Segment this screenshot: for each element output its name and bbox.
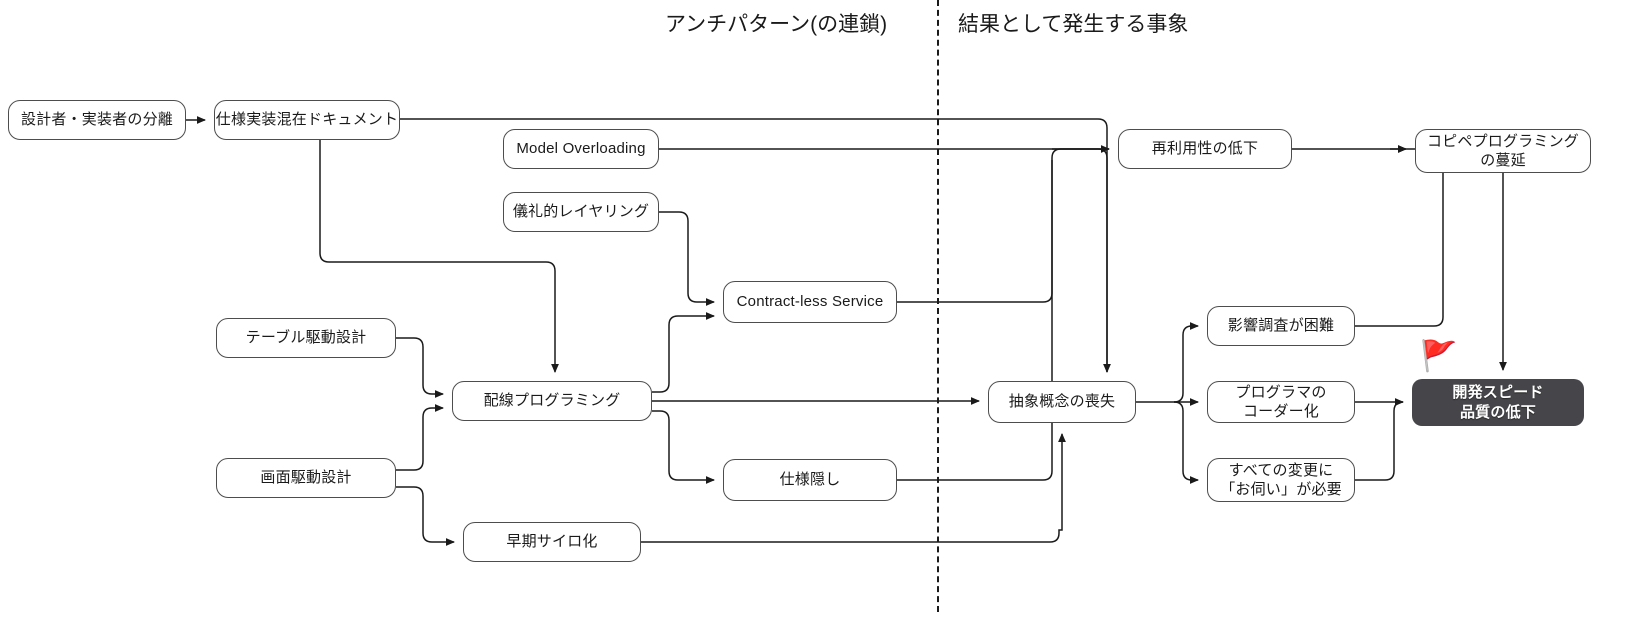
- node-label-early-silo: 早期サイロ化: [506, 532, 598, 550]
- node-label-wiring-prog: 配線プログラミング: [483, 391, 621, 409]
- edge-screendriven-earlysilo: [396, 486, 455, 546]
- node-label-contractless: Contract-less Service: [736, 292, 884, 310]
- node-wiring-prog[interactable]: 配線プログラミング: [452, 381, 652, 421]
- edge-ritual-contractless: [659, 211, 715, 306]
- section-heading-antipattern: アンチパターン(の連鎖): [665, 13, 888, 36]
- node-label-screen-driven: 画面駆動設計: [260, 468, 352, 486]
- edge-contractless-reusedown: [897, 148, 1109, 303]
- node-label-reuse-down: 再利用性の低下: [1151, 139, 1259, 157]
- node-label-loss-abstract: 抽象概念の喪失: [1008, 392, 1116, 410]
- node-spec-hiding[interactable]: 仕様隠し: [723, 459, 897, 501]
- edge-wiringprog-spechiding: [652, 410, 715, 484]
- edge-lossabstract-impacthard: [1173, 322, 1199, 403]
- node-mixed-doc[interactable]: 仕様実装混在ドキュメント: [214, 100, 400, 140]
- node-coder-ization[interactable]: プログラマの コーダー化: [1207, 381, 1355, 423]
- edge-modeloverloading-lossabstract: [659, 148, 1108, 372]
- edge-tabledriven-wiringprog: [396, 337, 444, 398]
- node-reuse-down[interactable]: 再利用性の低下: [1118, 129, 1292, 169]
- edge-spechiding-reusedown: [897, 160, 1053, 481]
- node-early-silo[interactable]: 早期サイロ化: [463, 522, 641, 562]
- node-ritual-layering[interactable]: 儀礼的レイヤリング: [503, 192, 659, 232]
- edge-wiringprog-contractless: [652, 312, 715, 393]
- node-copypaste[interactable]: コピペプログラミング の蔓延: [1415, 129, 1591, 173]
- node-table-driven[interactable]: テーブル駆動設計: [216, 318, 396, 358]
- node-label-model-overload: Model Overloading: [516, 139, 646, 157]
- node-label-separation: 設計者・実装者の分離: [20, 110, 173, 128]
- node-label-mixed-doc: 仕様実装混在ドキュメント: [215, 110, 399, 128]
- section-heading-result: 結果として発生する事象: [958, 13, 1189, 36]
- node-separation[interactable]: 設計者・実装者の分離: [8, 100, 186, 140]
- edge-approval-speedquality: [1355, 401, 1404, 481]
- node-label-approval: すべての変更に 「お伺い」が必要: [1220, 461, 1342, 499]
- triangular-flag-icon: 🚩: [1420, 340, 1458, 373]
- node-screen-driven[interactable]: 画面駆動設計: [216, 458, 396, 498]
- node-model-overload[interactable]: Model Overloading: [503, 129, 659, 169]
- edge-impacthard-copypaste-route: [1355, 148, 1453, 327]
- node-impact-hard[interactable]: 影響調査が困難: [1207, 306, 1355, 346]
- edge-lossabstract-approval: [1173, 401, 1199, 484]
- node-speed-quality[interactable]: 開発スピード 品質の低下: [1412, 379, 1584, 426]
- vertical-dashed-divider: [937, 0, 939, 612]
- node-contractless[interactable]: Contract-less Service: [723, 281, 897, 323]
- node-label-table-driven: テーブル駆動設計: [245, 328, 367, 346]
- node-approval[interactable]: すべての変更に 「お伺い」が必要: [1207, 458, 1355, 502]
- node-loss-abstract[interactable]: 抽象概念の喪失: [988, 381, 1136, 423]
- node-label-speed-quality: 開発スピード 品質の低下: [1452, 384, 1544, 421]
- edge-screendriven-wiringprog: [396, 404, 444, 471]
- node-label-spec-hiding: 仕様隠し: [779, 470, 841, 488]
- node-label-impact-hard: 影響調査が困難: [1227, 316, 1335, 334]
- node-label-copypaste: コピペプログラミング の蔓延: [1426, 132, 1579, 170]
- node-label-coder-ization: プログラマの コーダー化: [1235, 383, 1327, 421]
- node-label-ritual-layering: 儀礼的レイヤリング: [512, 202, 650, 220]
